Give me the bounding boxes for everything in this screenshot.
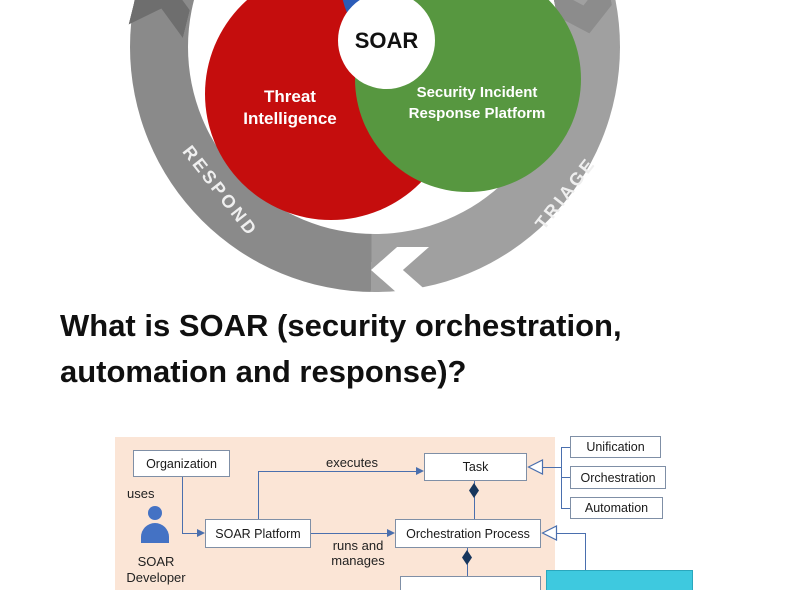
generalization-arrow-task-icon (527, 459, 544, 475)
soar-center-circle: SOAR (338, 0, 435, 89)
node-automation: Automation (570, 497, 663, 519)
edge-label-uses: uses (127, 486, 155, 501)
connector-task-types (543, 467, 561, 468)
node-organization: Organization (133, 450, 230, 477)
connector-org-down (182, 477, 183, 534)
composition-diamond-task (469, 483, 479, 498)
edge-label-runs-manages: runs and manages (331, 538, 385, 568)
node-orchestration: Orchestration (570, 466, 666, 489)
connector-orchestration (561, 477, 570, 478)
connector-automation (561, 508, 570, 509)
composition-diamond-process (462, 550, 472, 565)
arrowhead-into-task (416, 467, 424, 475)
connector-process-down-right (585, 533, 586, 570)
generalization-arrow-process-icon (541, 525, 558, 541)
connector-executes-down (258, 471, 259, 519)
node-partial-bottom (400, 576, 541, 590)
edge-label-executes: executes (325, 455, 379, 470)
node-task: Task (424, 453, 527, 481)
connector-task-process (474, 481, 475, 519)
node-unification: Unification (570, 436, 661, 458)
person-head-icon (148, 506, 162, 520)
person-body-icon (141, 523, 169, 543)
connector-runs-manages (311, 533, 388, 534)
page-title: What is SOAR (security orchestration, au… (60, 303, 770, 395)
sirp-label: Security Incident Response Platform (408, 84, 546, 122)
connector-executes (258, 471, 416, 472)
page-title-line2: automation and response)? (60, 354, 467, 389)
page-title-line1: What is SOAR (security orchestration, (60, 308, 622, 343)
soar-developer-label: SOAR Developer (126, 554, 186, 585)
connector-unification (561, 447, 570, 448)
connector-org-right (182, 533, 198, 534)
threat-intelligence-label: Threat Intelligence (243, 87, 337, 128)
connector-process-right (557, 533, 585, 534)
arrowhead-into-orchestration-process (387, 529, 395, 537)
node-orchestration-process: Orchestration Process (395, 519, 541, 548)
soar-center-label: SOAR (354, 27, 419, 53)
soar-developer-icon (138, 506, 172, 548)
arrowhead-into-soar-platform (197, 529, 205, 537)
node-soar-platform: SOAR Platform (205, 519, 311, 548)
cyan-box-partial (546, 570, 693, 590)
